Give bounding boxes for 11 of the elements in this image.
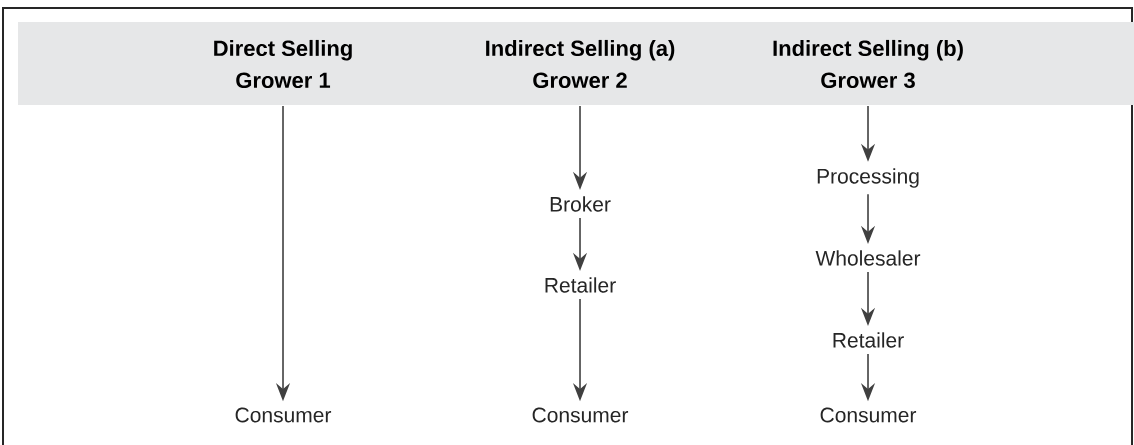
stage-label: Consumer: [235, 407, 332, 423]
stage-label: Retailer: [833, 332, 904, 348]
stage-label: Broker: [550, 196, 611, 212]
stage-label: Consumer: [532, 407, 629, 423]
column-heading: Indirect Selling (a) Grower 2: [486, 39, 675, 89]
stage-label: Wholesaler: [815, 250, 921, 266]
stage-label: Consumer: [820, 407, 917, 423]
column-heading: Indirect Selling (b) Grower 3: [773, 39, 963, 89]
stage-label: Retailer: [545, 277, 616, 293]
stage-label: Processing: [817, 168, 919, 188]
column-heading: Direct Selling Grower 1: [214, 39, 352, 89]
